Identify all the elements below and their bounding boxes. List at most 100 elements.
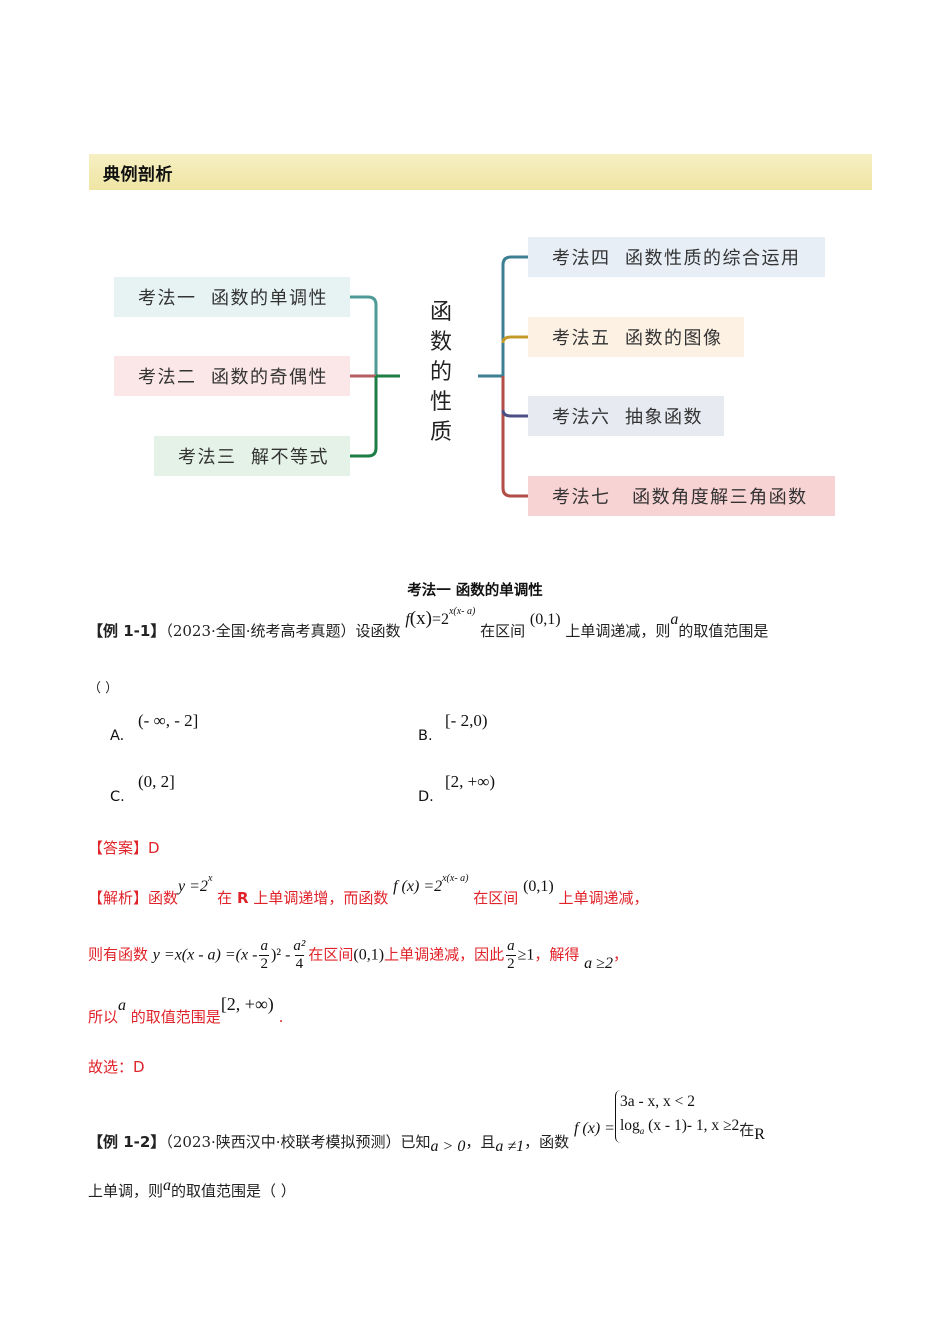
mindmap-node-2: 考法二 函数的奇偶性 [114, 356, 350, 396]
analysis-tag: 【解析】 [88, 889, 149, 907]
option-d-value[interactable]: [2, +∞) [445, 772, 496, 791]
text: 在区间 [473, 889, 519, 907]
func-x: (x) [409, 608, 432, 629]
example-2-question-cont: 上单调，则a的取值范围是（ ） [88, 1177, 296, 1201]
f-expr: f (x) = [573, 1119, 615, 1137]
mindmap-node-7: 考法七 函数角度解三角函数 [528, 476, 835, 516]
func-f: f [405, 611, 410, 628]
expr: )² - [270, 946, 291, 964]
analysis-line-4: 故选：D [88, 1056, 145, 1077]
cond1: a > 0 [430, 1137, 466, 1155]
set-R: R [236, 889, 249, 907]
f-exp: x(x- a) [442, 873, 469, 884]
example-source: （2023·全国·统考高考真题）设函数 [165, 622, 401, 640]
text: ，函数 [524, 1132, 570, 1151]
log: log [619, 1117, 640, 1134]
section-banner: 典例剖析 [89, 154, 872, 190]
function-formula: f(x)=2x(x- a) [405, 606, 475, 629]
analysis-line-1: 【解析】函数y =2x 在 R 上单调递增，而函数 f (x) =2x(x- a… [88, 873, 649, 908]
mindmap-node-1: 考法一 函数的单调性 [114, 277, 350, 317]
func-f: f (x) = [574, 1120, 615, 1137]
option-b-letter[interactable]: B. [418, 728, 433, 744]
option-c-letter[interactable]: C. [110, 789, 125, 805]
mindmap-node-label: 考法一 函数的单调性 [138, 288, 328, 309]
answer-tag: 【答案】 [88, 839, 149, 857]
text: 函数 [148, 889, 179, 907]
example-tag: 【例 1-1】 [88, 622, 166, 640]
option-c-value[interactable]: (0, 2] [138, 772, 175, 791]
mindmap-node-label: 考法三 解不等式 [178, 447, 329, 468]
answer-line: 【答案】D [88, 837, 160, 858]
text: 则有函数 [88, 945, 149, 964]
analysis-line-3: 所以a 的取值范围是[2, +∞) . [88, 994, 284, 1027]
func-eq: =2 [431, 611, 449, 628]
text: 所以 [88, 1008, 119, 1026]
mindmap-node-label: 考法四 函数性质的综合运用 [552, 248, 801, 269]
mindmap-node-4: 考法四 函数性质的综合运用 [528, 237, 825, 277]
example-source: （2023·陕西汉中·校联考模拟预测）已知 [165, 1132, 431, 1151]
result: a ≥2 [584, 954, 613, 972]
num: a [260, 938, 268, 954]
answer-blank: （ ） [88, 681, 119, 696]
text-interval: 在区间 [480, 622, 526, 640]
mindmap-node-3: 考法三 解不等式 [154, 436, 350, 476]
text-end: 的取值范围是 [678, 622, 769, 640]
text: 在 [739, 1120, 755, 1139]
text: 在 [217, 889, 233, 907]
text: 故选： [88, 1058, 134, 1076]
text-mid: 上单调递减，则 [565, 622, 671, 640]
mindmap-node-label: 考法五 函数的图像 [552, 328, 723, 349]
mindmap-node-label: 考法六 抽象函数 [552, 407, 703, 428]
interval: (0,1) [353, 946, 385, 964]
banner-title: 典例剖析 [103, 164, 173, 185]
text: ， [612, 945, 628, 964]
var-a: a [670, 611, 679, 628]
text: . [278, 1008, 284, 1026]
interval: [2, +∞) [220, 994, 274, 1014]
cond2: a ≠1 [495, 1137, 525, 1155]
mindmap-connectors [350, 255, 528, 498]
section-title: 考法一 函数的单调性 [407, 583, 543, 599]
expr: y =x(x - a) =(x - [152, 946, 258, 964]
center-char: 数 [429, 330, 452, 355]
var-a: a [163, 1177, 172, 1194]
text: 上单调，则 [88, 1182, 164, 1200]
text: 上单调递减，因此 [384, 945, 505, 964]
den: 4 [294, 955, 305, 972]
mindmap-node-label: 考法二 函数的奇偶性 [138, 367, 328, 388]
example-tag: 【例 1-2】 [88, 1132, 166, 1151]
mindmap-node-5: 考法五 函数的图像 [528, 317, 744, 357]
num: a² [293, 938, 306, 954]
case-1: 3a - x, x < 2 [619, 1093, 695, 1110]
text: 的取值范围是（ ） [171, 1182, 296, 1200]
expr: ≥1 [517, 946, 535, 964]
option-a-value[interactable]: (- ∞, - 2] [138, 711, 199, 730]
interval: (0,1) [523, 878, 554, 895]
den: 2 [259, 955, 269, 972]
interval: (0,1) [529, 611, 561, 628]
num: a [507, 938, 515, 954]
answer-value: D [148, 839, 160, 857]
option-a-letter[interactable]: A. [110, 728, 125, 744]
text: ，解得 [534, 945, 580, 964]
text: ，且 [465, 1132, 496, 1151]
center-char: 质 [429, 420, 452, 445]
log-base: a [639, 1126, 645, 1137]
piecewise-function: 3a - x, x < 2 loga (x - 1)- 1, x ≥2 [614, 1090, 740, 1144]
formula-y: y =2x [178, 873, 212, 895]
mindmap-node-6: 考法六 抽象函数 [528, 396, 724, 436]
center-char: 的 [429, 360, 452, 385]
final-answer: D [133, 1058, 145, 1076]
text: 上单调递减， [558, 889, 649, 907]
f-expr: f (x) =2 [393, 878, 443, 895]
set-R: R [754, 1125, 765, 1143]
option-b-value[interactable]: [- 2,0) [445, 711, 488, 730]
option-d-letter[interactable]: D. [418, 789, 434, 805]
example-2-question: 【例 1-2】（2023·陕西汉中·校联考模拟预测）已知a > 0，且a ≠1，… [88, 1090, 765, 1155]
mindmap-center-title: 函 数 的 性 质 [425, 298, 457, 448]
case-2-rest: (x - 1)- 1, x ≥2 [644, 1117, 740, 1134]
